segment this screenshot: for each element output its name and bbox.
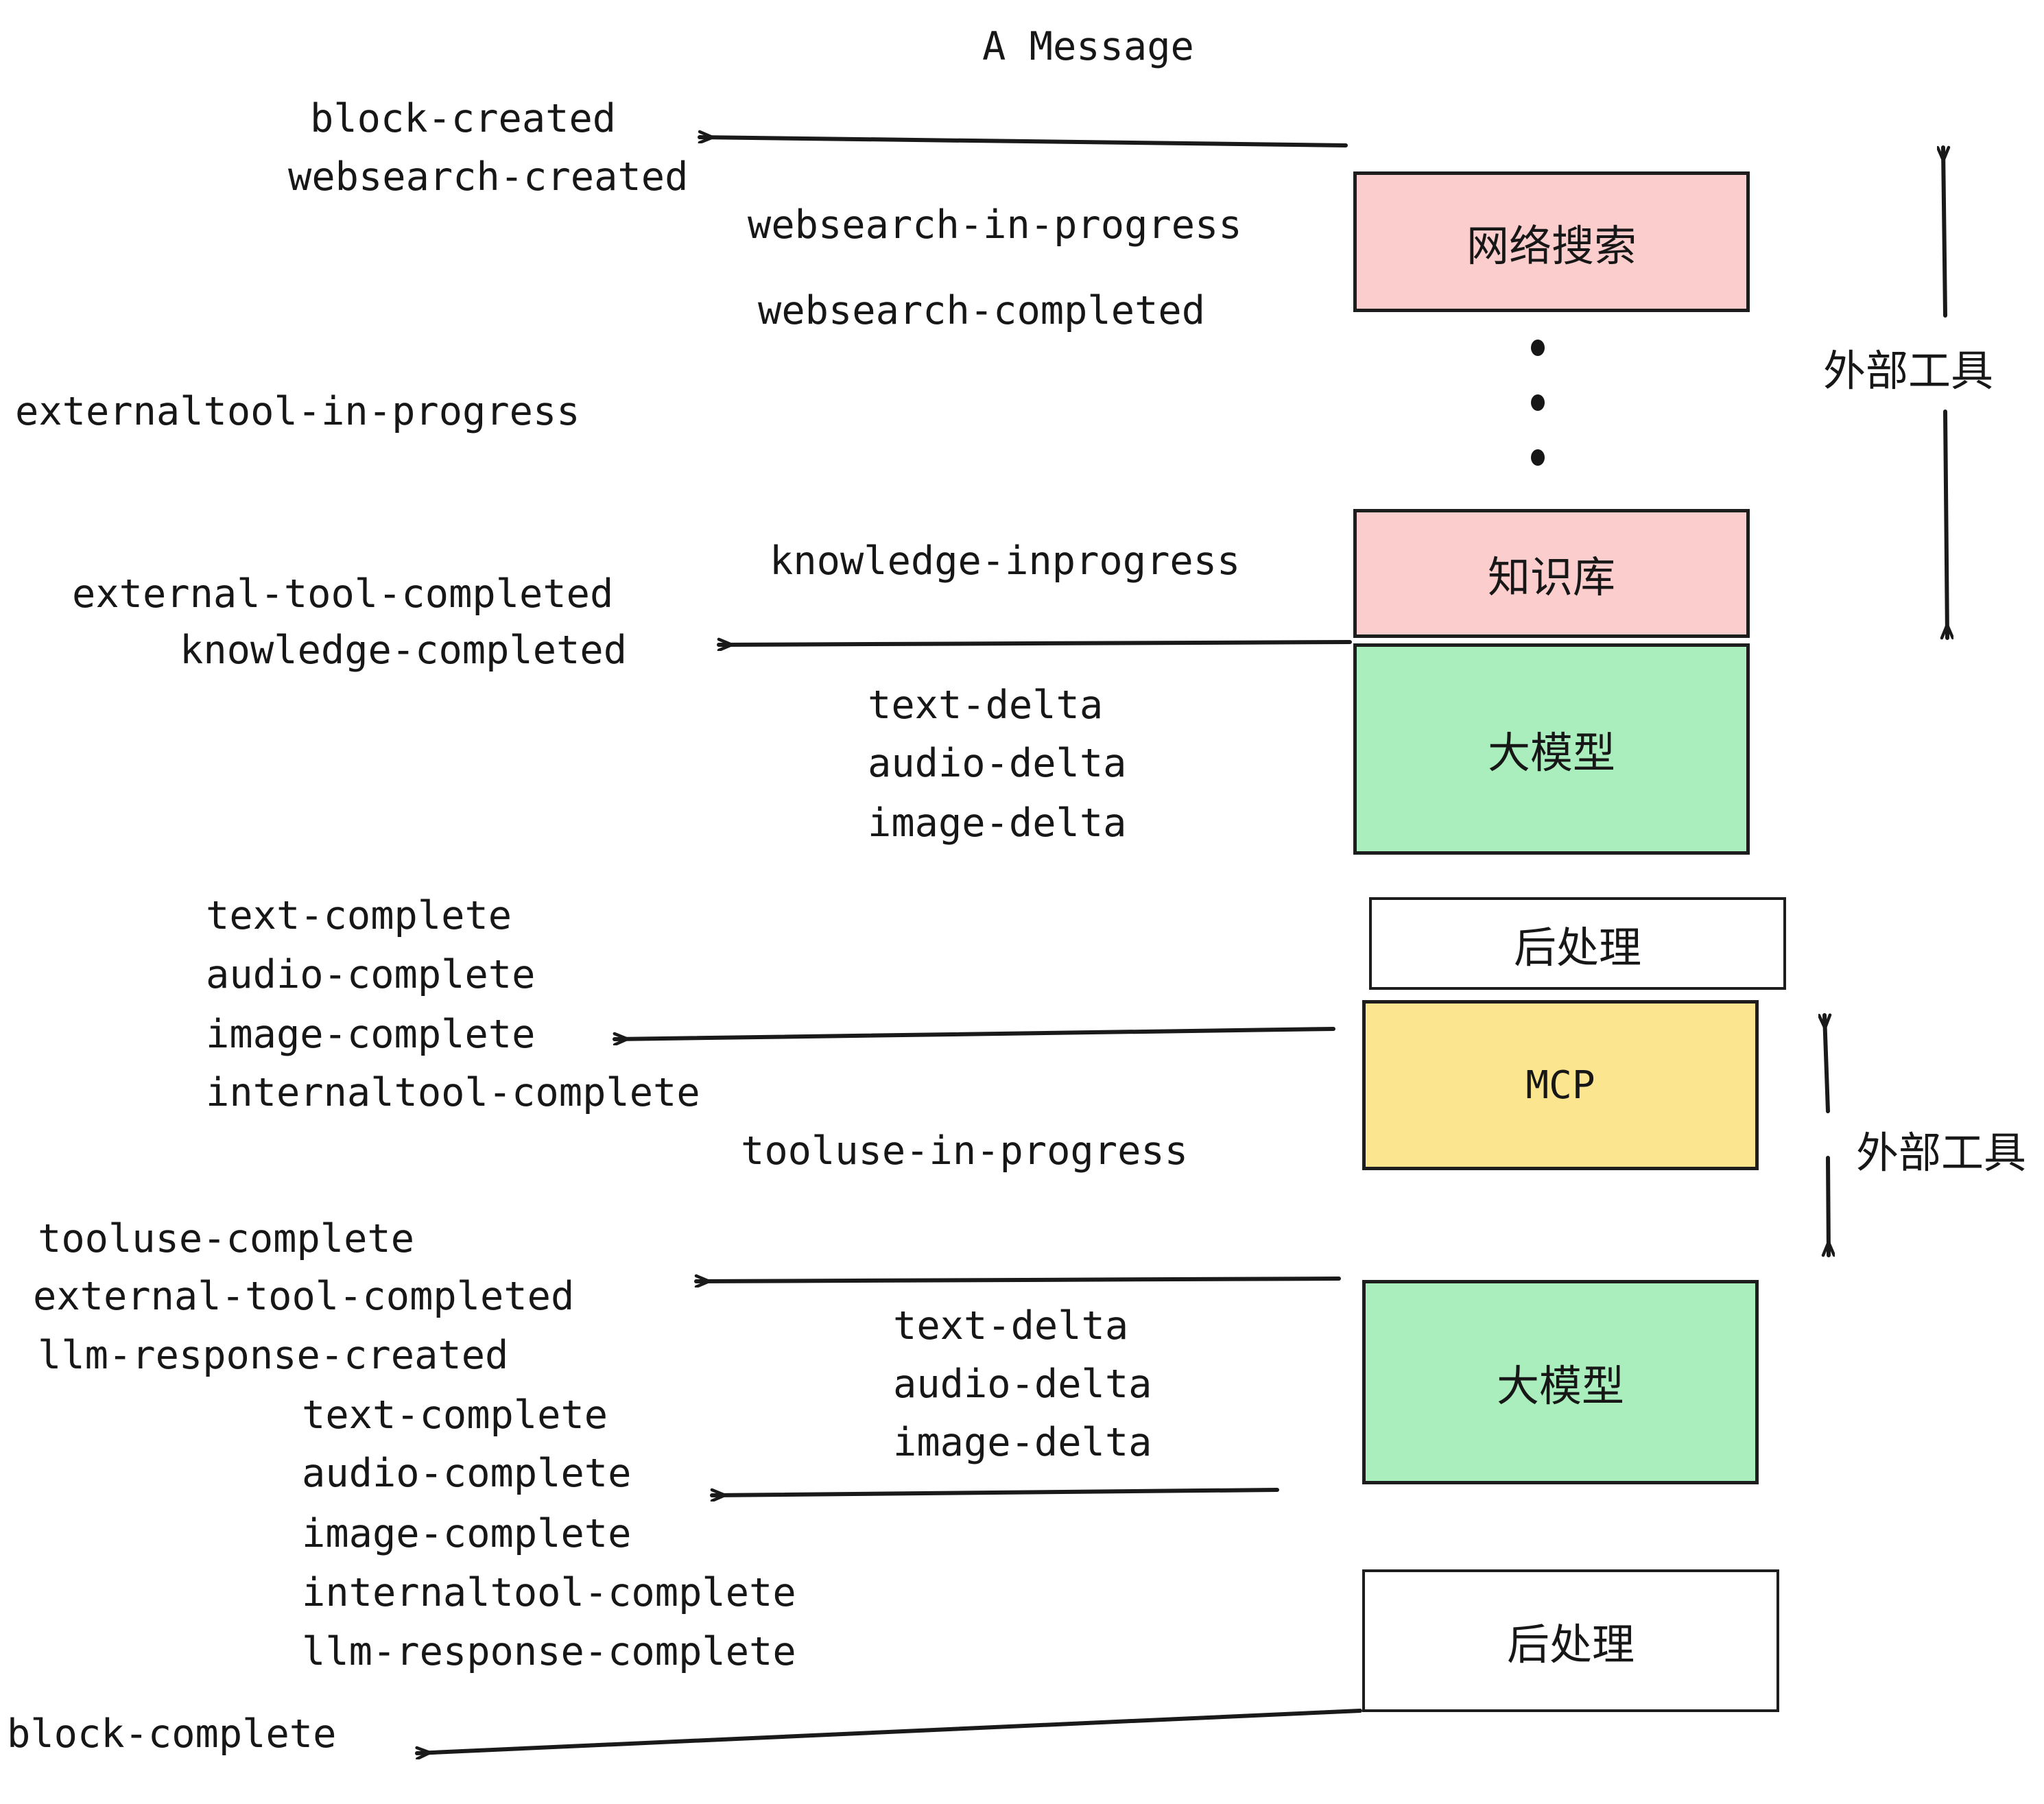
arrow-llm-to-audio-complete	[710, 1488, 1279, 1495]
arrow-websearch-to-block-created	[698, 137, 1348, 147]
event-label-text-delta-1: text-delta	[868, 683, 1104, 728]
event-label-tooluse-complete: tooluse-complete	[38, 1216, 415, 1261]
dot-3	[1531, 449, 1545, 466]
event-label-image-delta-1: image-delta	[868, 800, 1127, 846]
event-label-llm-response-created: llm-response-created	[38, 1333, 509, 1378]
arrow-external-tools-top-down	[1945, 410, 1947, 640]
event-label-internaltool-complete-2: internaltool-complete	[302, 1570, 796, 1615]
ellipsis-dots	[1531, 340, 1545, 504]
event-label-externaltool-in-progress: externaltool-in-progress	[15, 389, 580, 434]
event-label-external-tool-completed-1: external-tool-completed	[72, 571, 614, 617]
event-label-tooluse-in-progress: tooluse-in-progress	[741, 1128, 1189, 1174]
event-label-llm-response-complete: llm-response-complete	[302, 1629, 796, 1674]
event-label-block-created: block-created	[310, 96, 617, 141]
event-label-audio-delta-1: audio-delta	[868, 741, 1127, 786]
event-label-websearch-created: websearch-created	[288, 154, 689, 200]
event-label-audio-complete-2: audio-complete	[302, 1451, 632, 1496]
box-mcp[interactable]: MCP	[1362, 1000, 1759, 1170]
box-websearch-label: 网络搜索	[1466, 220, 1637, 271]
event-label-websearch-in-progress: websearch-in-progress	[748, 202, 1242, 248]
dot-2	[1531, 394, 1545, 411]
event-label-text-delta-2: text-delta	[893, 1303, 1129, 1349]
box-llm-bottom-label: 大模型	[1496, 1361, 1624, 1411]
box-knowledge-label: 知识库	[1487, 552, 1615, 602]
event-label-audio-complete-1: audio-complete	[206, 952, 536, 997]
side-label-external-tools-top: 外部工具	[1823, 346, 1994, 396]
event-label-external-tool-completed-2: external-tool-completed	[33, 1274, 575, 1319]
arrow-postprocess-to-image-complete	[613, 1027, 1335, 1039]
arrow-external-tools-top-up	[1943, 145, 1945, 318]
event-label-knowledge-inprogress: knowledge-inprogress	[770, 538, 1241, 584]
event-label-internaltool-complete-1: internaltool-complete	[206, 1070, 700, 1115]
box-mcp-label: MCP	[1525, 1063, 1595, 1108]
event-label-audio-delta-2: audio-delta	[893, 1362, 1152, 1407]
arrow-postprocess-to-block-complete	[415, 1709, 1362, 1753]
box-post-top-label: 后处理	[1513, 922, 1641, 973]
box-llm-bottom[interactable]: 大模型	[1362, 1280, 1759, 1484]
box-websearch[interactable]: 网络搜索	[1353, 171, 1750, 312]
event-label-image-delta-2: image-delta	[893, 1420, 1152, 1465]
event-label-text-complete-2: text-complete	[302, 1392, 608, 1438]
arrow-external-tools-bottom-up	[1825, 1013, 1828, 1113]
event-label-knowledge-completed: knowledge-completed	[180, 628, 628, 673]
arrow-mcp-to-tooluse-complete	[694, 1279, 1341, 1281]
side-label-external-tools-bottom: 外部工具	[1856, 1128, 2027, 1178]
box-post-top[interactable]: 后处理	[1369, 897, 1786, 990]
event-label-websearch-completed: websearch-completed	[758, 288, 1206, 333]
event-label-image-complete-1: image-complete	[206, 1012, 536, 1057]
event-label-block-complete: block-complete	[7, 1711, 337, 1757]
diagram-title: A Message	[982, 24, 1194, 69]
box-knowledge[interactable]: 知识库	[1353, 509, 1750, 638]
box-post-bottom-label: 后处理	[1506, 1619, 1635, 1670]
arrow-knowledge-to-knowledge-completed	[717, 642, 1352, 645]
event-label-text-complete-1: text-complete	[206, 893, 512, 938]
box-post-bottom[interactable]: 后处理	[1362, 1569, 1779, 1712]
event-label-image-complete-2: image-complete	[302, 1511, 632, 1556]
arrow-external-tools-bottom-down	[1828, 1156, 1829, 1257]
box-llm-top-label: 大模型	[1487, 728, 1615, 778]
dot-1	[1531, 340, 1545, 356]
box-llm-top[interactable]: 大模型	[1353, 643, 1750, 855]
